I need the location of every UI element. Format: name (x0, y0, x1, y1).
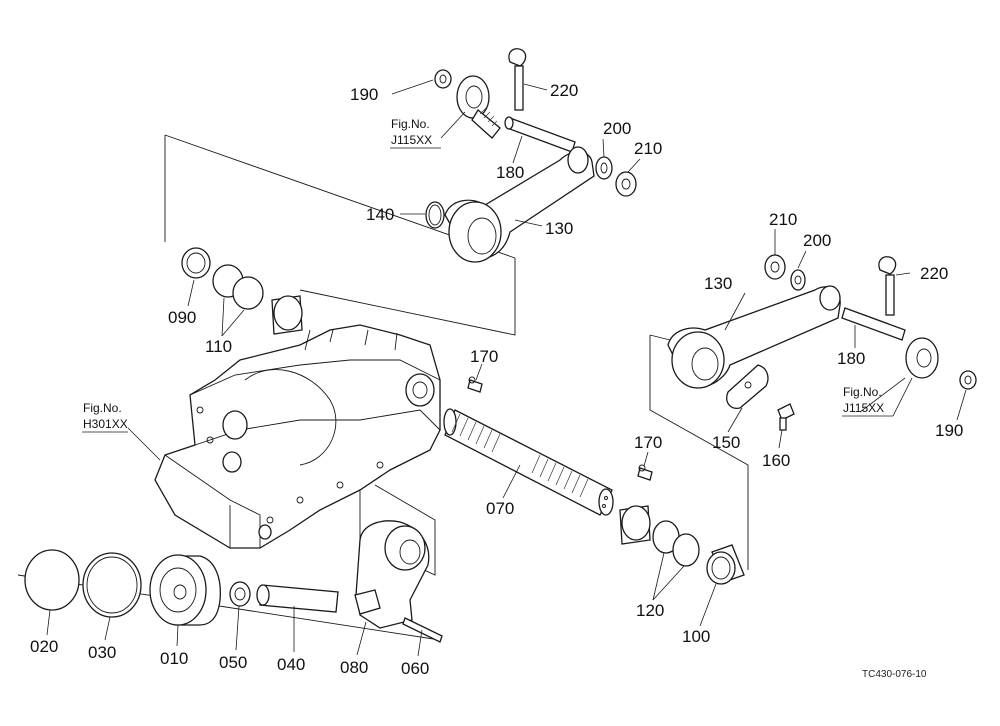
o-rings-110 (212, 264, 264, 310)
label-220-lower: 220 (920, 264, 948, 283)
nut-190-upper (434, 69, 452, 89)
backup-ring-030 (82, 552, 142, 618)
label-080: 080 (340, 658, 368, 677)
pin-180-upper (504, 116, 576, 153)
pin-060 (402, 617, 443, 643)
label-030: 030 (88, 643, 116, 662)
piston-rod-040 (256, 584, 339, 613)
lift-arm-130-upper (444, 146, 595, 263)
grease-nipple-170-lower (637, 464, 653, 481)
pin-220-upper (508, 48, 527, 111)
needle-bearing-left (271, 295, 303, 335)
needle-bearing-right (619, 505, 651, 545)
label-060: 060 (401, 659, 429, 678)
label-020: 020 (30, 637, 58, 656)
figref-j115-lower-code: J115XX (843, 401, 884, 415)
transmission-case (154, 324, 441, 549)
washer-200-lower (790, 269, 806, 291)
label-170-lower: 170 (634, 433, 662, 452)
label-070: 070 (486, 499, 514, 518)
nut-210-lower (764, 254, 786, 280)
ball-joint-lower (905, 337, 939, 379)
leader-lines (46, 79, 967, 657)
figref-j115-upper-title: Fig.No. (391, 117, 430, 131)
lift-crank-080 (354, 520, 430, 629)
label-090: 090 (168, 308, 196, 327)
ball-joint-upper (456, 75, 501, 139)
label-190-lower: 190 (935, 421, 963, 440)
nut-210-upper (615, 171, 637, 197)
label-130-upper: 130 (545, 219, 573, 238)
figref-h301-code: H301XX (83, 417, 128, 431)
o-rings-120 (652, 520, 700, 567)
label-190-upper: 190 (350, 85, 378, 104)
position-plate-150 (726, 364, 769, 409)
bushing-090 (181, 247, 211, 279)
pin-220-lower (878, 256, 897, 316)
label-010: 010 (160, 649, 188, 668)
figure-references: Fig.No. J115XX Fig.No. J115XX Fig.No. H3… (82, 117, 913, 433)
label-200-lower: 200 (803, 231, 831, 250)
o-ring-020 (24, 549, 80, 611)
label-140: 140 (366, 205, 394, 224)
figref-j115-upper-code: J115XX (391, 133, 432, 147)
label-160: 160 (762, 451, 790, 470)
bolt-160 (777, 403, 795, 431)
label-200-upper: 200 (603, 119, 631, 138)
label-220-upper: 220 (550, 81, 578, 100)
piston-010 (149, 554, 221, 626)
snap-ring-140 (425, 201, 445, 229)
washer-200-upper (595, 156, 613, 180)
pin-180-lower (841, 307, 906, 341)
label-150: 150 (712, 433, 740, 452)
label-050: 050 (219, 653, 247, 672)
drawing-code: TC430-076-10 (862, 669, 927, 680)
nut-190-lower (959, 370, 977, 390)
part-labels: 190 220 200 210 180 140 130 090 110 210 … (30, 81, 963, 678)
grease-nipple-170-upper (467, 376, 483, 393)
label-180-lower: 180 (837, 349, 865, 368)
lift-arm-130-lower (667, 285, 841, 389)
lift-shaft-070 (443, 408, 614, 516)
label-130-lower: 130 (704, 274, 732, 293)
label-170-upper: 170 (470, 347, 498, 366)
figref-h301-title: Fig.No. (83, 401, 122, 415)
label-210-lower: 210 (769, 210, 797, 229)
figref-j115-lower-title: Fig.No. (843, 385, 882, 399)
label-110: 110 (205, 337, 232, 356)
label-100: 100 (682, 627, 710, 646)
label-210-upper: 210 (634, 139, 662, 158)
label-040: 040 (277, 655, 305, 674)
label-120: 120 (636, 601, 664, 620)
label-180-upper: 180 (496, 163, 524, 182)
bushing-100 (706, 544, 745, 585)
seal-050 (229, 581, 251, 607)
